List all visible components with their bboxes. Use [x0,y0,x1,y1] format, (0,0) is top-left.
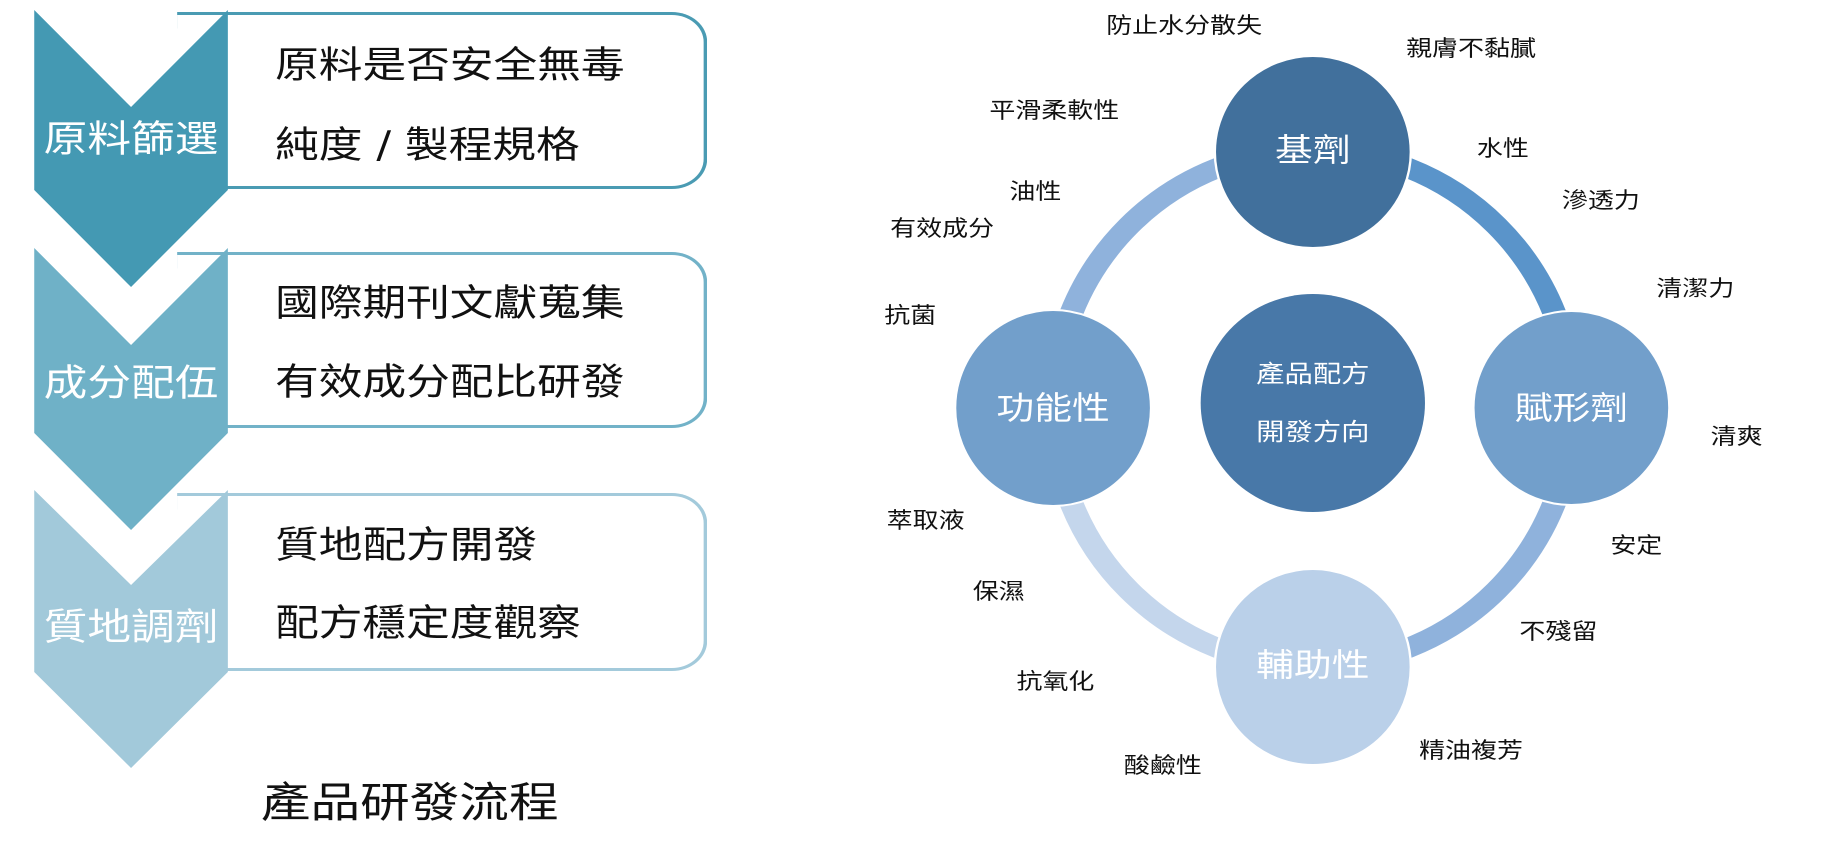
attribute-label: 不殘留 [1519,620,1598,645]
chevron-step-1 [34,10,228,287]
center-circle [1200,294,1425,512]
step-2-item-2: 有效成分配比研發 [275,360,625,404]
attribute-label: 防止水分散失 [1106,14,1263,39]
node-circle-excipient [1472,310,1671,506]
step-box-2: 國際期刊文獻蒐集 有效成分配比研發 [177,252,708,428]
step-1-label: 原料篩選 [43,117,219,161]
node-circle-functional [953,309,1153,507]
step-1-item-2: 純度 / 製程規格 [275,123,580,167]
attribute-label: 萃取液 [886,509,965,534]
node-label-base: 基劑 [1275,131,1351,169]
attribute-label: 有效成分 [890,217,995,242]
step-2-label: 成分配伍 [43,361,219,405]
attribute-label: 精油複芳 [1419,739,1523,764]
attribute-label: 安定 [1610,534,1663,559]
attribute-label: 平滑柔軟性 [989,99,1120,124]
step-3-item-2: 配方穩定度觀察 [275,601,581,645]
center-label-line-2: 開發方向 [1256,418,1370,446]
attribute-label: 油性 [1009,180,1062,205]
step-3-item-1: 質地配方開發 [275,523,538,567]
step-box-1: 原料是否安全無毒 純度 / 製程規格 [177,12,708,189]
center-label-line-1: 產品配方 [1256,360,1370,388]
attribute-label: 抗氧化 [1016,670,1095,695]
attribute-label: 滲透力 [1561,189,1640,214]
node-label-excipient: 賦形劑 [1514,389,1629,427]
attribute-label: 抗菌 [884,304,937,329]
process-title: 產品研發流程 [260,778,559,827]
step-2-item-1: 國際期刊文獻蒐集 [275,281,625,325]
node-circle-auxiliary [1213,568,1412,766]
attribute-label: 水性 [1476,137,1529,162]
center-label: 產品配方 開發方向 [1256,362,1369,444]
step-box-3: 質地配方開發 配方穩定度觀察 [177,493,708,671]
attribute-label: 清爽 [1710,425,1763,450]
step-1-item-1: 原料是否安全無毒 [275,43,625,87]
node-label-functional: 功能性 [996,389,1110,427]
chevron-step-3 [34,490,228,768]
node-label-auxiliary: 輔助性 [1256,646,1370,684]
attribute-label: 親膚不黏膩 [1406,37,1536,62]
attribute-label: 保濕 [972,580,1025,605]
step-3-label: 質地調劑 [43,605,219,649]
chevron-step-2 [34,248,228,530]
attribute-label: 酸鹼性 [1123,754,1202,779]
attribute-label: 清潔力 [1656,277,1735,302]
node-circle-base [1213,55,1412,249]
